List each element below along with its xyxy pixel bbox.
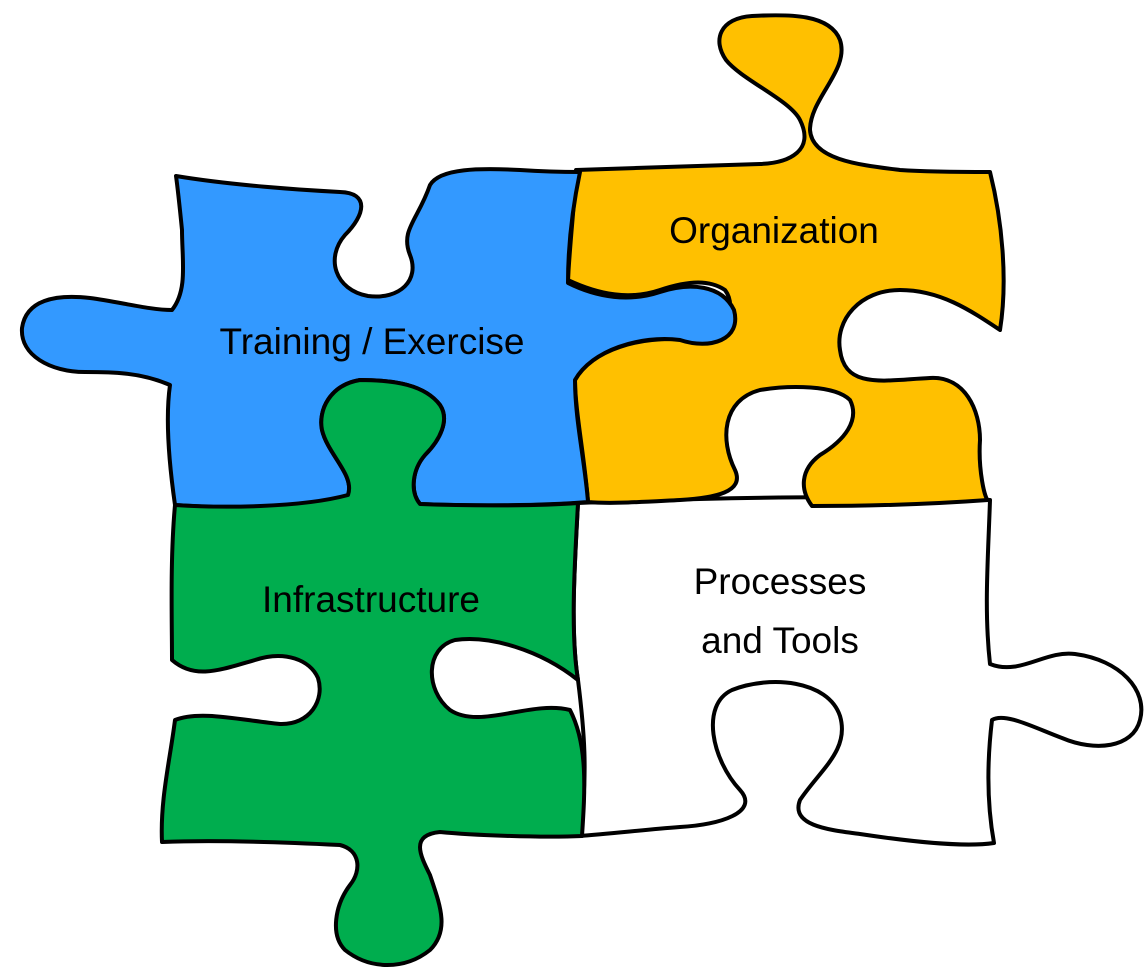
organization-piece — [566, 13, 1006, 508]
infrastructure-label: Infrastructure — [262, 579, 480, 620]
training-exercise-label: Training / Exercise — [219, 321, 524, 362]
processes-label-line1: Processes — [694, 561, 867, 602]
organization-label: Organization — [669, 210, 879, 251]
processes-label-line2: and Tools — [701, 620, 859, 661]
processes-tools-piece — [571, 495, 1144, 847]
infrastructure-piece — [159, 378, 587, 967]
